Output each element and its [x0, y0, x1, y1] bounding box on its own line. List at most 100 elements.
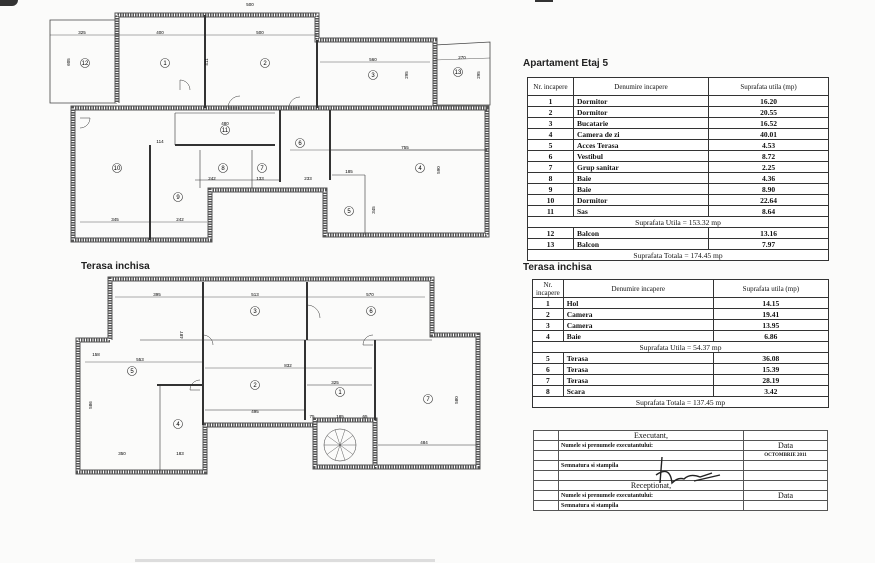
room-area: 8.90 [708, 183, 829, 195]
scan-edge-bottom [135, 559, 435, 562]
total-row: Suprafata Totala = 137.45 mp [532, 396, 829, 408]
room-number: 7 [532, 374, 564, 386]
dimension-label: 832 [284, 363, 292, 368]
room-name: Sas [573, 205, 709, 217]
room-area: 4.53 [708, 139, 829, 151]
room-number: 6 [527, 150, 574, 162]
dimension-label: 605 [66, 58, 71, 66]
dimension-label: 133 [256, 176, 264, 181]
room-area: 40.01 [708, 128, 829, 140]
date-label: Data [743, 440, 828, 451]
room-number-circle [218, 163, 228, 173]
room-number: 4 [418, 166, 422, 172]
room-name: Terasa [562, 363, 714, 375]
room-area: 28.19 [712, 374, 830, 386]
executant-name-label: Numele si prenumele executantului: [558, 440, 744, 451]
dimension-label: 395 [153, 292, 161, 297]
room-number-circle [344, 206, 354, 216]
spiral-staircase [323, 428, 357, 462]
room-name: Camera [562, 319, 714, 331]
door-swing [288, 96, 301, 109]
room-area: 8.64 [708, 205, 829, 217]
room-number: 3 [527, 117, 574, 129]
dimension-label: 487 [179, 331, 184, 339]
dimension-label: 75 [309, 414, 315, 419]
room-number: 6 [298, 141, 302, 147]
room-area: 20.55 [708, 106, 829, 118]
room-number: 3 [253, 309, 257, 315]
subtotal-row: Suprafata Utila = 153.32 mp [527, 216, 829, 228]
header-nr: Nr. incapere [527, 77, 574, 96]
room-area: 22.64 [708, 194, 829, 206]
balcony-outline [434, 41, 491, 106]
room-name: Acces Terasa [573, 139, 709, 151]
room-name: Hol [562, 297, 714, 309]
room-name: Dormitor [573, 95, 709, 107]
header-area: Suprafata utila (mp) [712, 279, 830, 298]
dimension-label: 345 [111, 217, 119, 222]
dimension-label: 185 [345, 169, 353, 174]
room-number: 5 [532, 352, 564, 364]
terrace-plan-title: Terasa inchisa [81, 261, 150, 272]
dimension-label: 345 [371, 206, 376, 214]
room-number: 1 [338, 390, 342, 396]
room-number: 2 [253, 383, 257, 389]
room-name: Baie [573, 172, 709, 184]
room-name: Camera [562, 308, 714, 320]
room-number-circle [173, 419, 183, 429]
dimension-label: 411 [204, 58, 209, 66]
room-number-circle [127, 366, 137, 376]
room-number: 10 [527, 194, 574, 206]
room-name: Scara [562, 385, 714, 397]
dimension-label: 570 [366, 292, 374, 297]
dimension-label: 183 [176, 451, 184, 456]
door-swing [202, 334, 214, 346]
room-number: 4 [532, 330, 564, 342]
door-swing [306, 304, 321, 319]
room-name: Balcon [573, 238, 709, 250]
room-area: 19.41 [712, 308, 830, 320]
dimension-label: 325 [78, 30, 86, 35]
room-number: 13 [455, 70, 462, 76]
room-number-circle [335, 387, 345, 397]
dimension-label: 350 [118, 451, 126, 456]
room-area: 4.36 [708, 172, 829, 184]
room-number-circle [257, 163, 267, 173]
room-number-circle [423, 394, 433, 404]
room-number: 6 [532, 363, 564, 375]
room-number-circle [160, 58, 170, 68]
room-area: 6.86 [712, 330, 830, 342]
door-swing [79, 117, 91, 129]
room-number: 4 [176, 422, 180, 428]
dimension-label: 295 [404, 71, 409, 79]
room-number: 10 [114, 166, 121, 172]
room-name: Camera de zi [573, 128, 709, 140]
partition-line [434, 57, 491, 61]
door-swing [189, 379, 201, 391]
executant-label: Executant, [558, 430, 744, 441]
dimension-label: 755 [401, 145, 409, 150]
dimension-label: 500 [246, 2, 254, 7]
room-number: 11 [222, 128, 229, 134]
dimension-label: 590 [436, 166, 441, 174]
room-number-circle [295, 138, 305, 148]
room-number: 8 [532, 385, 564, 397]
dimension-label: 114 [156, 139, 164, 144]
room-name: Baie [573, 183, 709, 195]
dimension-label: 270 [458, 55, 466, 60]
dimension-label: 242 [208, 176, 216, 181]
dimension-label: 513 [251, 292, 259, 297]
